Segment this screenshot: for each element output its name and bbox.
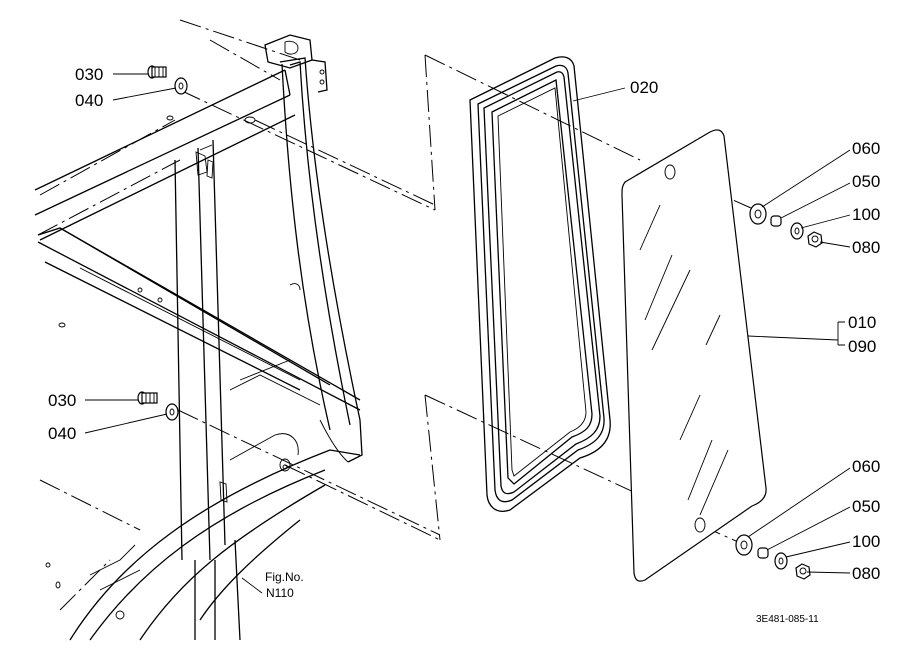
callout-040-bottom: 040 (48, 424, 76, 443)
rubber-060-top (749, 203, 767, 225)
explode-lines (177, 54, 761, 546)
callout-030-top: 030 (75, 65, 103, 84)
callout-080-top: 080 (852, 238, 880, 257)
figure-ref-label: Fig.No. (265, 570, 304, 584)
callout-050-bottom: 050 (852, 497, 880, 516)
washer-040-top (174, 77, 188, 95)
figure-ref-number: N110 (266, 586, 294, 600)
callout-060-bottom: 060 (852, 457, 880, 476)
nut-080-top (807, 231, 823, 248)
leader-lines (84, 73, 851, 594)
callout-100-top: 100 (852, 205, 880, 224)
callout-090: 090 (848, 337, 876, 356)
collar-050-bottom (757, 547, 769, 559)
hardware (137, 65, 823, 580)
seal-gasket-020 (469, 56, 611, 512)
bolt-030-top (147, 65, 167, 79)
glass-panel-010 (621, 129, 767, 582)
callout-030-bottom: 030 (48, 391, 76, 410)
collar-050-top (770, 215, 782, 227)
drawing-code: 3E481-085-11 (756, 614, 819, 625)
rubber-060-bottom (735, 534, 753, 556)
washer-100-bottom (774, 552, 788, 570)
callout-labels: 030 040 030 040 020 060 050 100 080 010 … (48, 65, 880, 625)
cab-frame (34, 19, 363, 641)
washer-040-bottom (165, 403, 179, 421)
callout-060-top: 060 (852, 139, 880, 158)
washer-100-top (790, 222, 804, 240)
callout-020: 020 (630, 78, 658, 97)
callout-100-bottom: 100 (852, 532, 880, 551)
callout-050-top: 050 (852, 172, 880, 191)
nut-080-bottom (795, 563, 811, 580)
callout-040-top: 040 (75, 91, 103, 110)
callout-010: 010 (848, 313, 876, 332)
callout-080-bottom: 080 (852, 564, 880, 583)
bolt-030-bottom (137, 391, 158, 405)
